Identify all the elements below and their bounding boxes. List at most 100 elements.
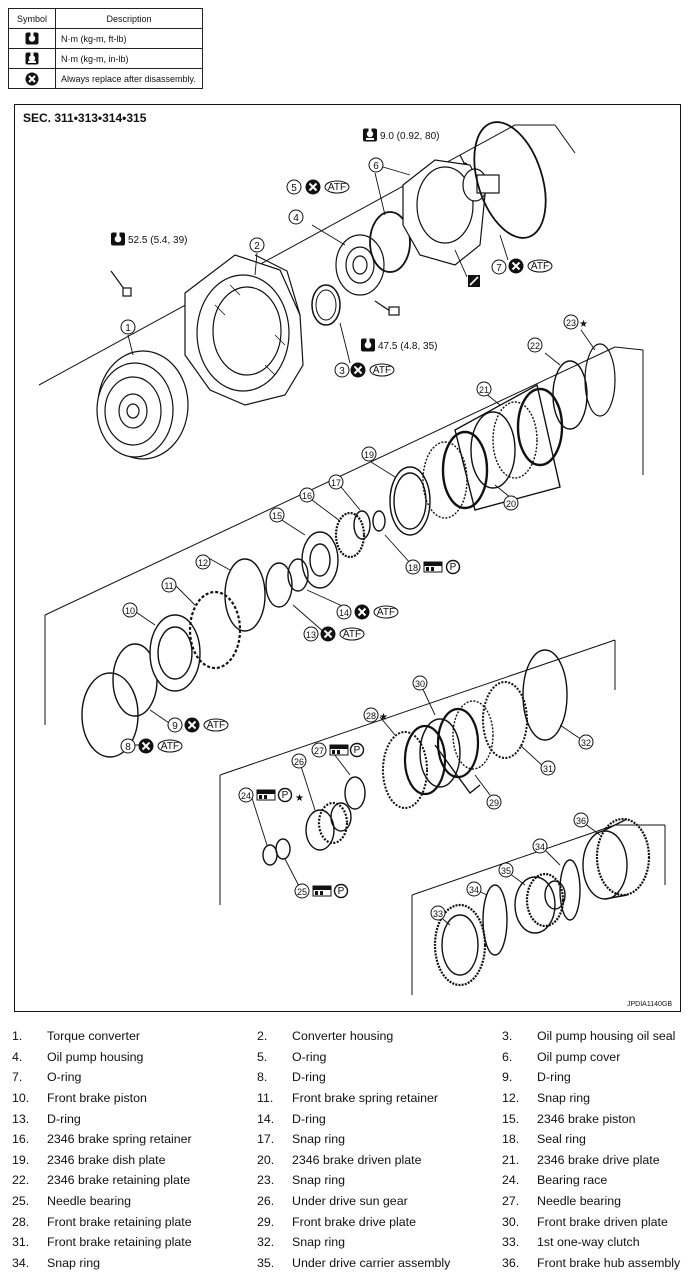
parts-list-item: 8.D-ring [257,1070,502,1084]
part-name: Snap ring [292,1173,346,1188]
part-name: Front brake hub assembly [537,1255,681,1270]
svg-text:11: 11 [164,581,173,591]
legend-text: N·m (kg-m, ft-lb) [55,28,203,49]
always-replace-icon [507,257,525,275]
part-number: 28. [12,1214,30,1229]
atf-badge: ATF [377,607,395,618]
torque-value: 47.5 (4.8, 35) [378,341,437,352]
parts-list-item: 36. Front brake hub assembly [502,1256,692,1270]
part-name: Seal ring [537,1132,586,1147]
part-number: 35. [257,1255,275,1270]
always-replace-icon [353,603,371,621]
part-number: 1. [12,1029,23,1044]
always-replace-icon [137,737,155,755]
svg-text:34: 34 [469,885,479,895]
needle-bearing-part-27 [344,776,366,810]
svg-text:28: 28 [366,711,376,721]
callout-36: 36 [573,812,589,828]
callout-11: 11 [161,577,177,593]
part-number: 20. [257,1152,275,1167]
parts-list-item: 29.Front brake drive plate [257,1215,502,1229]
part-name: Front brake drive plate [292,1214,416,1229]
svg-text:25: 25 [297,887,307,897]
callout-3: 3 [334,362,350,378]
svg-text:8: 8 [125,742,131,753]
snap-ring-part-34b [559,859,581,921]
part-number: 31. [12,1235,30,1250]
callout-30: 30 [412,675,428,691]
callout-23: 23 [563,314,579,330]
svg-text:27: 27 [314,746,324,756]
parts-list-item: 33.1st one-way clutch [502,1235,692,1249]
callout-17: 17 [328,474,344,490]
part-number: 2. [257,1029,268,1044]
atf-badge: ATF [373,365,391,376]
svg-text:7: 7 [496,263,502,274]
parts-list-item: 9.D-ring [502,1070,692,1084]
svg-text:22: 22 [530,341,540,351]
part-name: 2346 brake piston [537,1111,636,1126]
svg-text:3: 3 [339,366,345,377]
star-mark-28: ★ [379,712,388,723]
part-name: 2346 brake dish plate [47,1152,166,1167]
snap-ring-part-12 [224,558,266,632]
d-ring-part-14 [287,558,309,592]
torque-wrench-inlb-icon [25,52,39,65]
part-name: O-ring [47,1070,82,1085]
oil-pump-cover-part [402,159,500,266]
callout-9: 9 [167,717,183,733]
atf-badge: ATF [343,629,361,640]
part-number: 16. [12,1132,30,1147]
parts-list-item: 16. 2346 brake spring retainer [12,1132,257,1146]
svg-text:18: 18 [408,563,418,573]
first-one-way-clutch-part [433,903,487,987]
oil-pump-housing-part [335,234,385,296]
under-drive-sun-gear-part [305,801,352,851]
svg-text:10: 10 [125,606,135,616]
svg-text:32: 32 [581,738,591,748]
part-name: Front brake spring retainer [292,1091,439,1106]
part-number: 36. [502,1255,520,1270]
part-number: 27. [502,1194,520,1209]
parts-list-item: 18.Seal ring [502,1132,692,1146]
parts-list-item: 23.Snap ring [257,1173,502,1187]
svg-text:15: 15 [272,511,282,521]
callout-8: 8 [120,738,136,754]
parts-list-item: 13.D-ring [12,1112,257,1126]
svg-text:19: 19 [364,450,374,460]
part-name: Snap ring [292,1132,346,1147]
callout-27: 27 [311,742,327,758]
svg-text:6: 6 [373,161,379,172]
part-name: D-ring [292,1070,326,1085]
part-name: Needle bearing [537,1194,622,1209]
svg-text:5: 5 [291,183,297,194]
legend-text: N·m (kg-m, in-lb) [55,48,203,69]
petroleum-jelly-badge: P [450,562,457,573]
parts-list-item: 28.Front brake retaining plate [12,1215,257,1229]
svg-text:2: 2 [254,241,260,252]
torque-wrench-icon [25,32,39,45]
parts-list-item: 10.Front brake piston [12,1091,257,1105]
part-number: 7. [12,1070,23,1085]
parts-list-row: 16. 2346 brake spring retainer 17.Snap rin… [12,1129,692,1150]
parts-list-item: 22.2346 brake retaining plate [12,1173,257,1187]
callout-24: 24 [238,787,254,803]
grease-icon [312,885,332,897]
svg-text:14: 14 [339,608,349,618]
parts-list-item: 3.Oil pump housing oil seal [502,1029,692,1043]
parts-list-item: 17.Snap ring [257,1132,502,1146]
svg-text:21: 21 [479,385,489,395]
part-name: Oil pump cover [537,1049,621,1064]
spring-retainer-part [334,511,366,559]
torque-wrench-icon [111,232,125,246]
part-name: 2346 brake spring retainer [47,1132,192,1147]
front-brake-retaining-plate-28 [382,731,428,809]
oil-seal-part [311,284,341,326]
part-number: 21. [502,1152,520,1167]
torque-wrench-inlb-icon [363,128,377,142]
parts-list-item: 24.Bearing race [502,1173,692,1187]
part-name: O-ring [292,1049,327,1064]
part-name: Snap ring [292,1235,346,1250]
